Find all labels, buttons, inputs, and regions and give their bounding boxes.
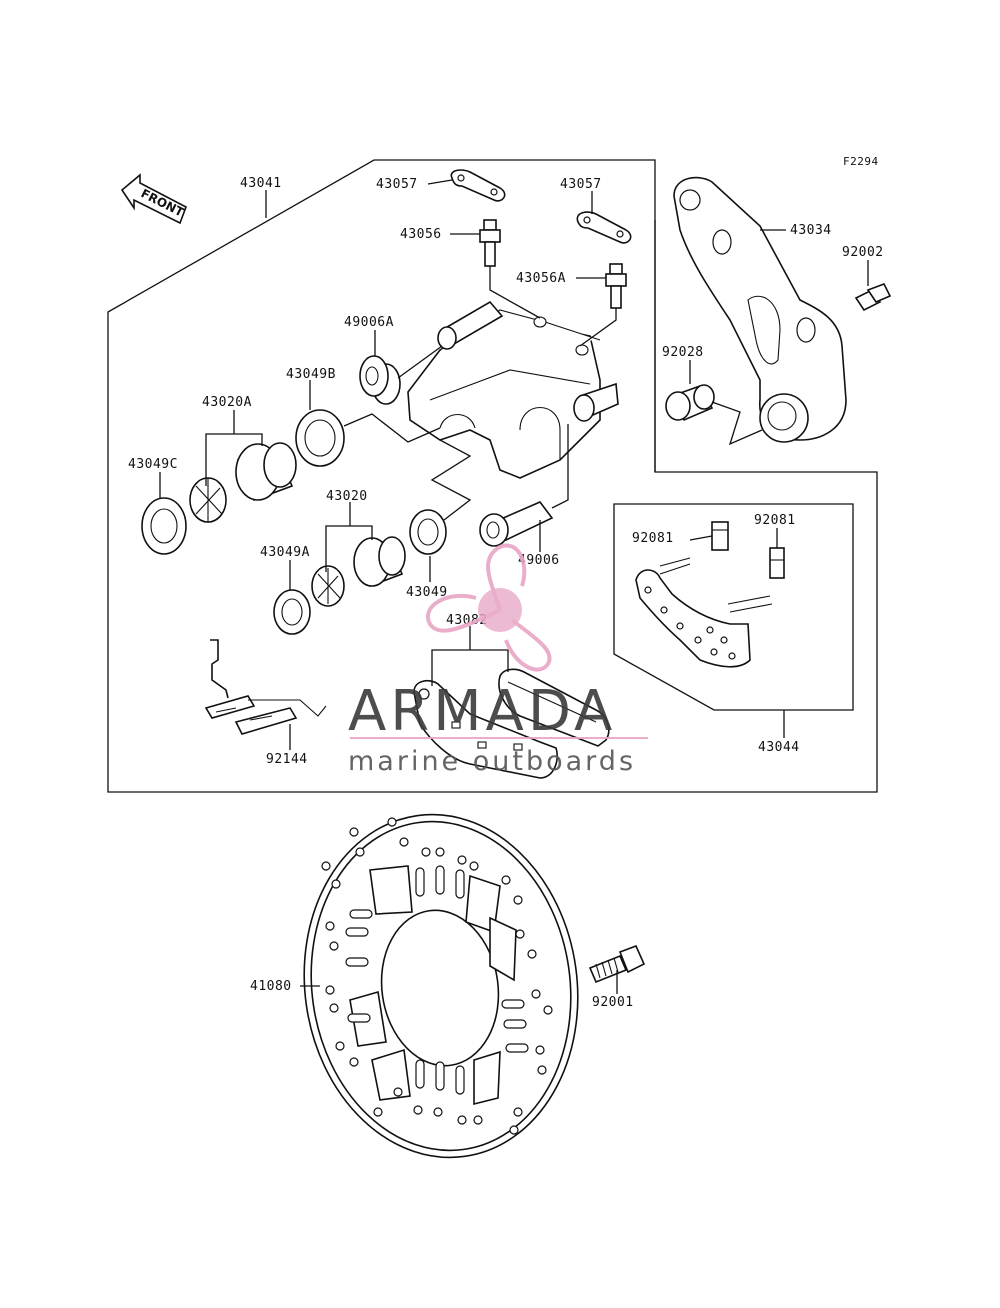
label-43049: 43049 — [406, 585, 448, 600]
pin-92081-left — [711, 521, 729, 551]
label-49006A: 49006A — [344, 315, 394, 330]
disc-bolt-92001 — [588, 944, 646, 984]
leader-92028-to-bracket — [711, 401, 763, 446]
label-43057-left: 43057 — [376, 177, 418, 192]
boot-49006 — [479, 501, 554, 547]
label-43044: 43044 — [758, 740, 800, 755]
bleeder-cap-43057-left — [450, 169, 506, 202]
leader-49006-to-body — [551, 424, 569, 509]
watermark-brand: ARMADA — [348, 679, 616, 744]
boot-49006A — [359, 355, 401, 405]
label-92144: 92144 — [266, 752, 308, 767]
label-43034: 43034 — [790, 223, 832, 238]
watermark-divider — [350, 737, 648, 739]
seal-43049B — [295, 409, 345, 467]
piston-43020-small — [311, 565, 345, 607]
leader-92081a — [689, 535, 713, 541]
label-92001: 92001 — [592, 995, 634, 1010]
leader-43056-to-body — [489, 266, 541, 319]
label-43056: 43056 — [400, 227, 442, 242]
piston-43020A-large — [235, 442, 297, 502]
pin-92081-right — [769, 547, 785, 579]
label-43049C: 43049C — [128, 457, 178, 472]
watermark-logo: ARMADA marine outboards — [348, 543, 648, 777]
figure-code: F2294 — [843, 155, 879, 168]
front-arrow-icon: FRONT — [120, 173, 187, 225]
leader-49006A-to-pin — [397, 345, 443, 379]
leader-43020 — [325, 525, 373, 572]
seal-43049C — [141, 497, 187, 555]
pad-holder-43044 — [635, 557, 773, 668]
brake-disc-41080 — [303, 813, 579, 1159]
label-43057-right: 43057 — [560, 177, 602, 192]
propeller-hub — [478, 588, 522, 632]
bleeder-valve-43056A — [605, 263, 627, 309]
label-43020: 43020 — [326, 489, 368, 504]
label-92081-left: 92081 — [632, 531, 674, 546]
caliper-bracket-43034 — [673, 176, 847, 443]
label-92002: 92002 — [842, 245, 884, 260]
leader-43056A-to-body — [579, 308, 617, 347]
label-49006: 49006 — [518, 553, 560, 568]
label-43049A: 43049A — [260, 545, 310, 560]
piston-43020-large — [353, 536, 406, 588]
watermark-tagline: marine outboards — [348, 746, 636, 777]
caliper-assembly-outline — [107, 159, 878, 793]
label-43056A: 43056A — [516, 271, 566, 286]
label-43041: 43041 — [240, 176, 282, 191]
bleeder-valve-43056 — [479, 219, 501, 267]
propeller-icon — [426, 543, 552, 672]
leader-43049B-to-body — [343, 413, 441, 443]
label-43020A: 43020A — [202, 395, 252, 410]
label-43082: 43082 — [446, 613, 488, 628]
caliper-body — [407, 300, 619, 479]
leader-43057a — [427, 179, 453, 185]
piston-43020A-small — [189, 477, 227, 523]
label-92028: 92028 — [662, 345, 704, 360]
pad-spring-92144 — [204, 639, 327, 735]
bleeder-cap-43057-right — [576, 211, 632, 244]
brake-pads-43082 — [413, 668, 610, 779]
seal-43049A — [273, 589, 311, 635]
label-92081-right: 92081 — [754, 513, 796, 528]
leader-43049-to-body — [430, 439, 472, 521]
seal-43049 — [409, 509, 447, 555]
label-41080: 41080 — [250, 979, 292, 994]
label-43049B: 43049B — [286, 367, 336, 382]
bolt-92002 — [854, 282, 892, 312]
collar-92028 — [665, 384, 715, 422]
